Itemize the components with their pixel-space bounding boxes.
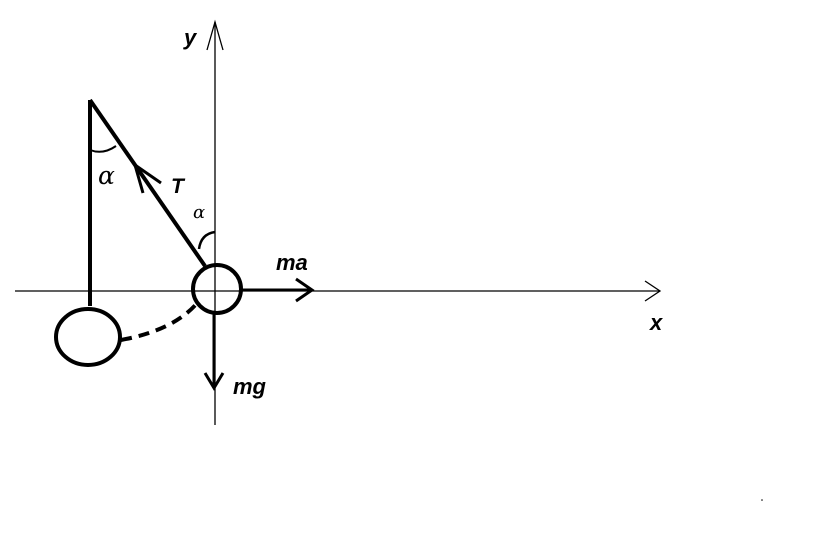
top-angle-arc (89, 145, 117, 153)
gravity-force-label: mg (233, 374, 267, 399)
ball-angle-label: α (193, 202, 205, 223)
deflected-bob (191, 263, 243, 315)
rest-bob (54, 307, 122, 367)
gravity-force-arrow (203, 314, 225, 391)
top-angle-label: α (98, 161, 115, 190)
x-axis (15, 280, 662, 302)
inertial-force-arrow (241, 277, 315, 303)
inertial-force-label: ma (276, 250, 308, 275)
y-axis-label: y (183, 25, 198, 50)
x-axis-arrowhead (644, 280, 662, 302)
y-axis-arrowhead (206, 19, 224, 51)
stray-dot (761, 499, 763, 501)
deflected-thread (88, 98, 207, 268)
ball-angle-marker (197, 230, 216, 250)
tension-arrowhead (132, 161, 162, 194)
trajectory-arc (120, 300, 200, 342)
tension-label: T (171, 175, 186, 198)
x-axis-label: x (649, 310, 663, 335)
